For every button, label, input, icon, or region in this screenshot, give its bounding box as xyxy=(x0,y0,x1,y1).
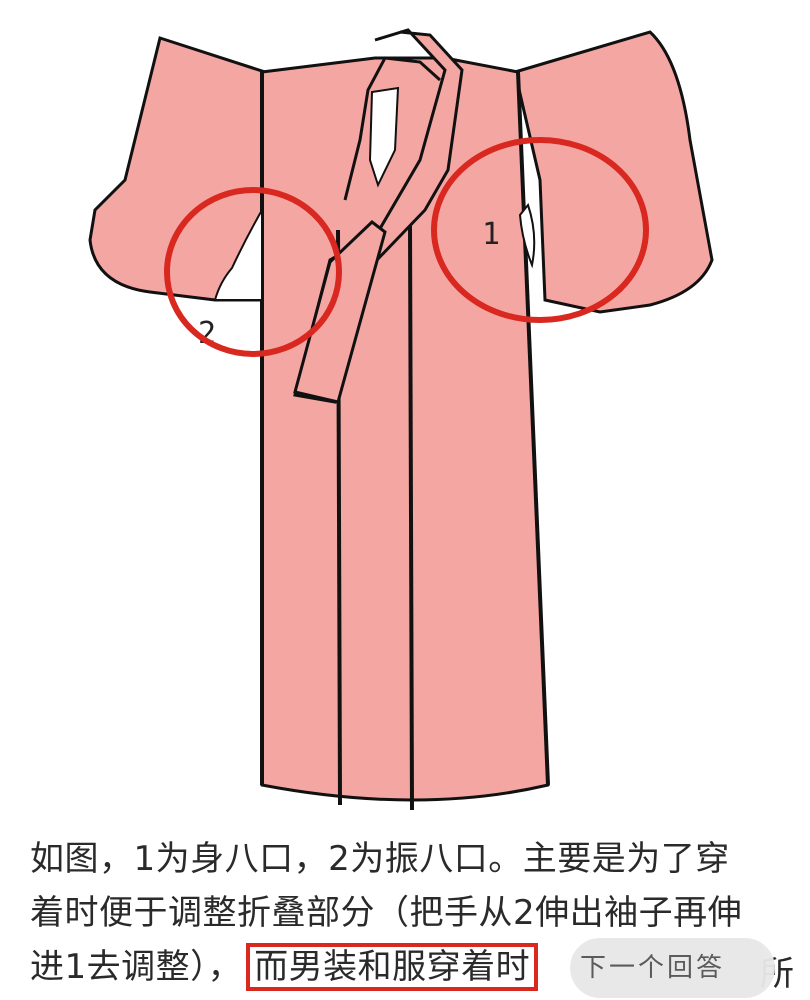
annotation-circle-2 xyxy=(164,187,342,357)
right-sleeve xyxy=(513,30,714,314)
kimono-body xyxy=(260,56,550,802)
neck-opening xyxy=(368,86,400,188)
opening-2 xyxy=(213,206,263,301)
answer-line-3-prefix: 进1去调整）， xyxy=(30,947,243,987)
label-1: 1 xyxy=(482,217,500,252)
next-answer-button[interactable]: 下一个回答 xyxy=(570,938,775,998)
kimono-diagram: 1 2 xyxy=(88,28,714,811)
collar-lower-strip xyxy=(293,220,387,404)
annotation-circle-1 xyxy=(431,137,649,323)
body-seam-right xyxy=(516,71,550,786)
answer-line-2: 着时便于调整折叠部分（把手从2伸出袖子再伸 xyxy=(30,893,743,933)
opening-1 xyxy=(518,202,536,269)
left-sleeve xyxy=(88,36,267,302)
body-seam-center-2 xyxy=(408,224,414,811)
answer-text: 如图，1为身八口，2为振八口。主要是为了穿 着时便于调整折叠部分（把手从2伸出袖… xyxy=(30,832,800,994)
highlighted-phrase: 而男装和服穿着时 xyxy=(246,943,539,991)
kimono-illustration: 1 2 xyxy=(88,28,714,811)
collar-inner xyxy=(343,56,442,201)
answer-line-1: 如图，1为身八口，2为振八口。主要是为了穿 xyxy=(30,839,730,879)
answer-line-3: 进1去调整），而男装和服穿着时 xyxy=(30,940,800,994)
